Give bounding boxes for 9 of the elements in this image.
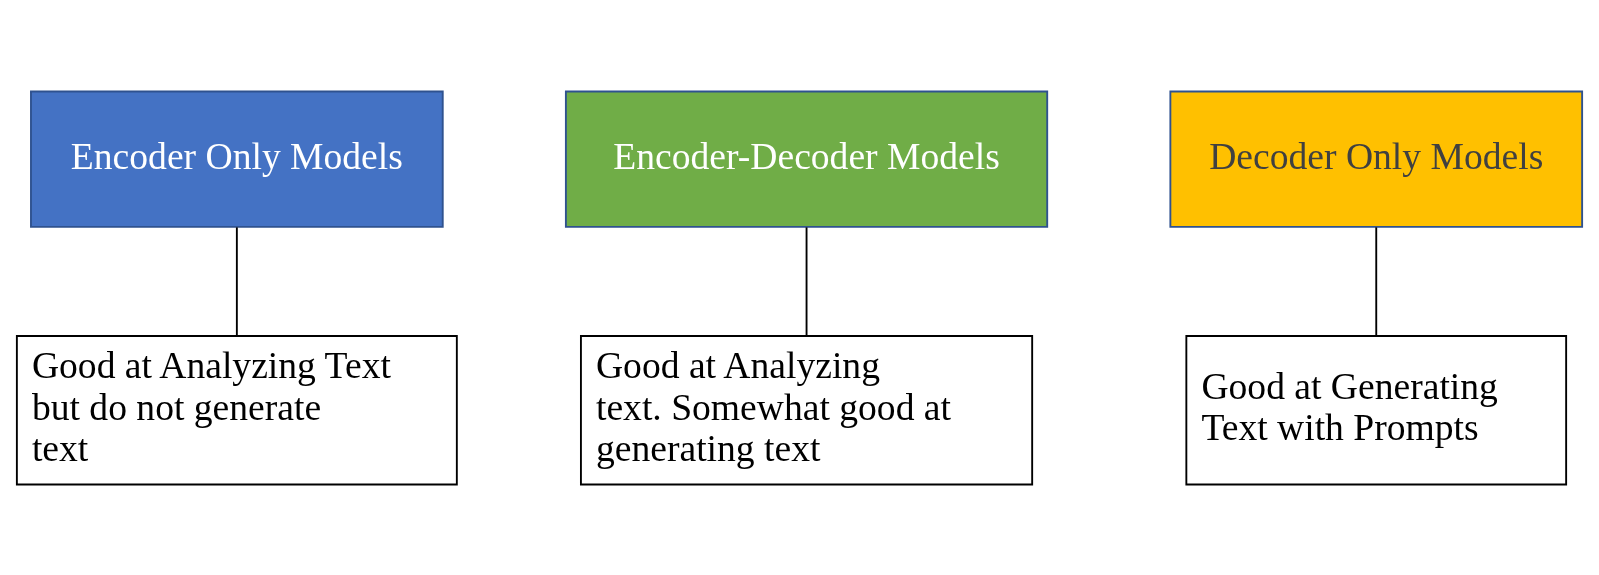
- node-box: Good at Analyzing Text but do not generate text: [15, 334, 458, 485]
- node-box: Good at Generating Text with Prompts: [1185, 334, 1568, 485]
- connector: [1375, 225, 1378, 337]
- node-box: Good at Analyzing text. Somewhat good at generating text: [580, 334, 1034, 485]
- connector: [805, 225, 808, 337]
- node-box: Encoder-Decoder Models: [564, 90, 1049, 228]
- node-box: Decoder Only Models: [1169, 90, 1584, 228]
- connector: [235, 225, 238, 337]
- node-box: Encoder Only Models: [30, 90, 444, 228]
